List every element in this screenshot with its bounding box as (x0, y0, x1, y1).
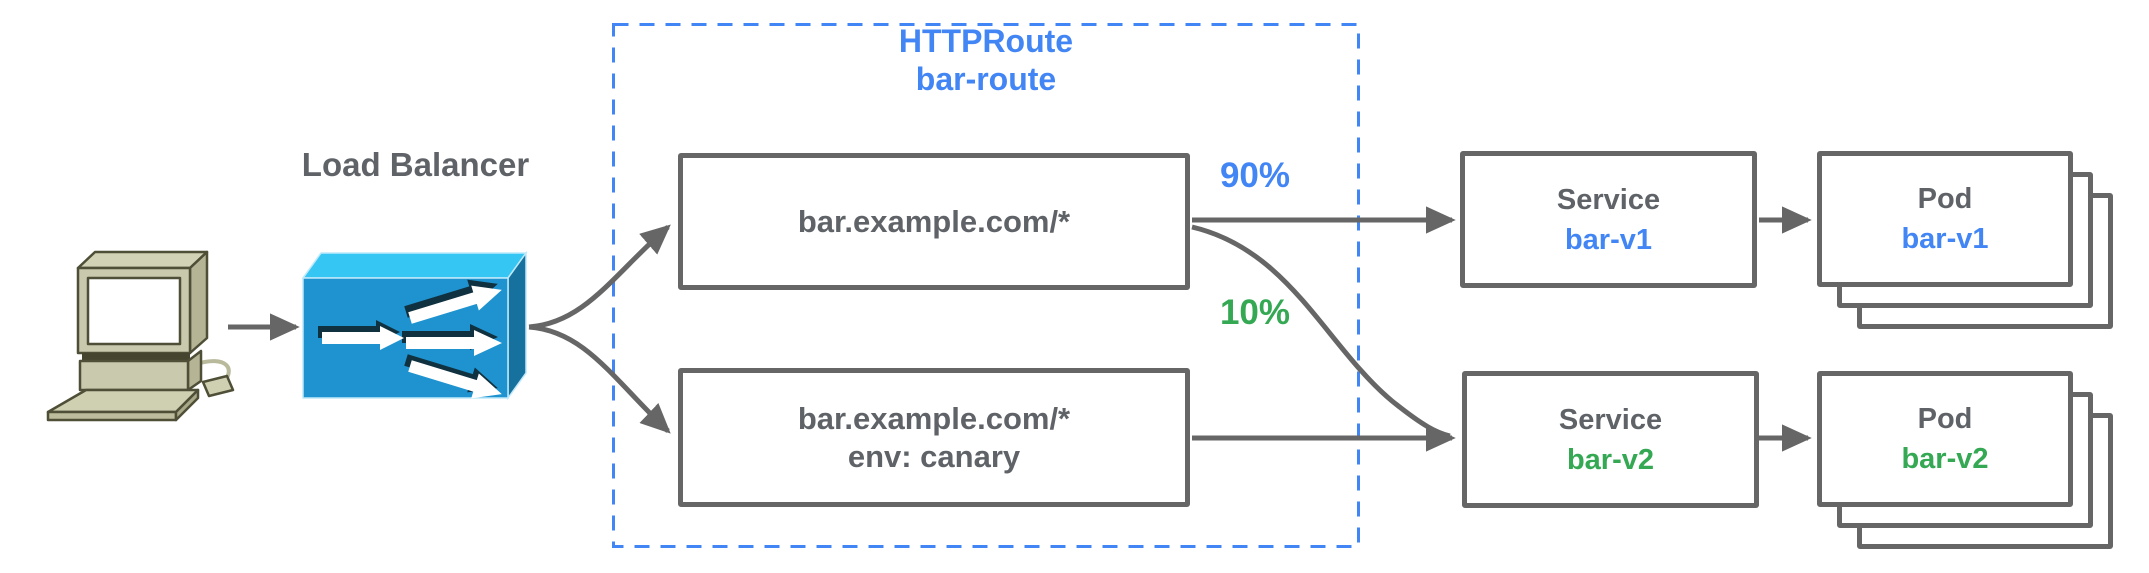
pod-kind-label: Pod (1917, 183, 1973, 215)
route-rule-2-box: bar.example.com/* env: canary (678, 368, 1190, 507)
pod-bar-v2-box: Pod bar-v2 (1817, 371, 2073, 507)
route-rule-1-match: bar.example.com/* (797, 203, 1071, 239)
route-rule-2-header-match: env: canary (847, 438, 1021, 474)
pod-stack-bar-v1: Pod bar-v1 (1817, 151, 2117, 337)
pod-name-label: bar-v1 (1901, 223, 1989, 255)
weight-label-10: 10% (1219, 293, 1291, 332)
computer-icon (46, 250, 235, 422)
service-bar-v2-box: Service bar-v2 (1462, 371, 1759, 508)
httproute-group-border (612, 23, 1360, 548)
httproute-name-label: bar-route (915, 61, 1057, 97)
pod-bar-v1-box: Pod bar-v1 (1817, 151, 2073, 287)
route-rule-1-box: bar.example.com/* (678, 153, 1190, 290)
load-balancer-label: Load Balancer (301, 146, 530, 183)
service-kind-label: Service (1558, 403, 1663, 436)
service-bar-v1-box: Service bar-v1 (1460, 151, 1757, 288)
route-rule-2-match: bar.example.com/* (797, 400, 1071, 436)
service-kind-label: Service (1556, 183, 1661, 216)
pod-kind-label: Pod (1917, 403, 1973, 435)
httproute-group-title: HTTPRoute bar-route (612, 22, 1360, 98)
httproute-kind-label: HTTPRoute (898, 23, 1074, 59)
arrow-lb-to-rule2 (528, 324, 671, 434)
pod-stack-bar-v2: Pod bar-v2 (1817, 371, 2117, 557)
weight-label-90: 90% (1219, 156, 1291, 195)
service-name-label: bar-v1 (1564, 223, 1653, 256)
pod-name-label: bar-v2 (1901, 443, 1989, 475)
service-name-label: bar-v2 (1566, 443, 1655, 476)
load-balancer-icon (301, 250, 528, 401)
arrow-lb-to-rule1 (528, 224, 671, 330)
